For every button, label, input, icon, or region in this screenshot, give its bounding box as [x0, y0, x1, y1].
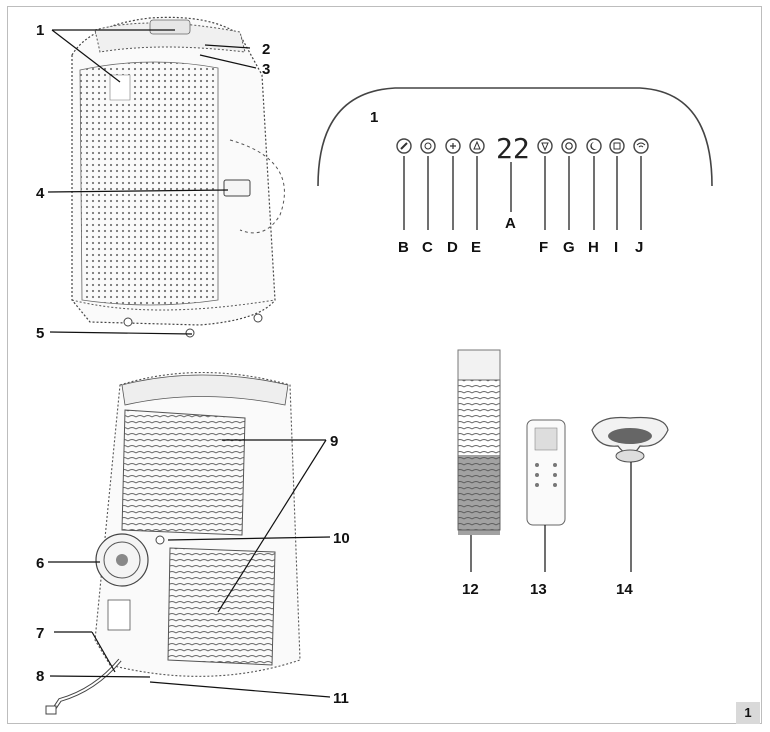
panel-letter-h: H — [588, 239, 599, 256]
triangle-down-icon — [541, 142, 549, 152]
remote-control-illustration — [526, 419, 566, 572]
moon-icon — [590, 142, 597, 150]
callout-3: 3 — [262, 61, 270, 78]
timer-icon — [565, 142, 573, 150]
exhaust-hose-illustration — [457, 349, 501, 572]
panel-letter-c: C — [422, 239, 433, 256]
callout-1: 1 — [36, 22, 44, 39]
rear-unit-leaders — [48, 439, 331, 698]
panel-button-b — [396, 138, 412, 154]
callout-13: 13 — [530, 581, 547, 598]
panel-letter-g: G — [563, 239, 575, 256]
temperature-display: 22 — [496, 132, 530, 165]
panel-button-i — [609, 138, 625, 154]
panel-letter-e: E — [471, 239, 481, 256]
fan-icon — [424, 142, 432, 150]
panel-button-c — [420, 138, 436, 154]
panel-letter-a: A — [505, 215, 516, 232]
callout-8: 8 — [36, 668, 44, 685]
panel-button-e — [469, 138, 485, 154]
panel-button-g — [561, 138, 577, 154]
triangle-up-icon — [473, 140, 481, 150]
front-unit-illustration — [71, 16, 285, 338]
panel-letter-b: B — [398, 239, 409, 256]
callout-6: 6 — [36, 555, 44, 572]
fan-speed-icon — [450, 143, 456, 149]
panel-button-h — [586, 138, 602, 154]
panel-button-d — [445, 138, 461, 154]
rear-unit-illustration — [45, 371, 301, 715]
panel-letter-i: I — [614, 239, 618, 256]
clock-icon — [613, 142, 621, 150]
callout-11: 11 — [333, 690, 349, 707]
figure-frame — [7, 6, 762, 724]
panel-letter-f: F — [539, 239, 548, 256]
panel-button-f — [537, 138, 553, 154]
panel-button-j — [633, 138, 649, 154]
callout-10: 10 — [333, 530, 350, 547]
callout-4: 4 — [36, 185, 45, 202]
callout-7: 7 — [36, 625, 44, 642]
wifi-icon — [636, 142, 646, 148]
callout-5: 5 — [36, 325, 44, 342]
panel-number: 1 — [370, 109, 378, 126]
callout-9: 9 — [330, 433, 338, 450]
panel-letter-j: J — [635, 239, 643, 256]
page-number-badge: 1 — [736, 702, 760, 724]
callout-14: 14 — [616, 581, 633, 598]
panel-leaders — [403, 156, 642, 230]
callout-12: 12 — [462, 581, 479, 598]
control-panel: 1 22 — [317, 87, 713, 256]
front-unit-leaders — [47, 29, 257, 335]
panel-letter-d: D — [447, 239, 458, 256]
pencil-icon — [400, 142, 408, 150]
callout-2: 2 — [262, 41, 270, 58]
window-adapter-illustration — [591, 416, 669, 572]
